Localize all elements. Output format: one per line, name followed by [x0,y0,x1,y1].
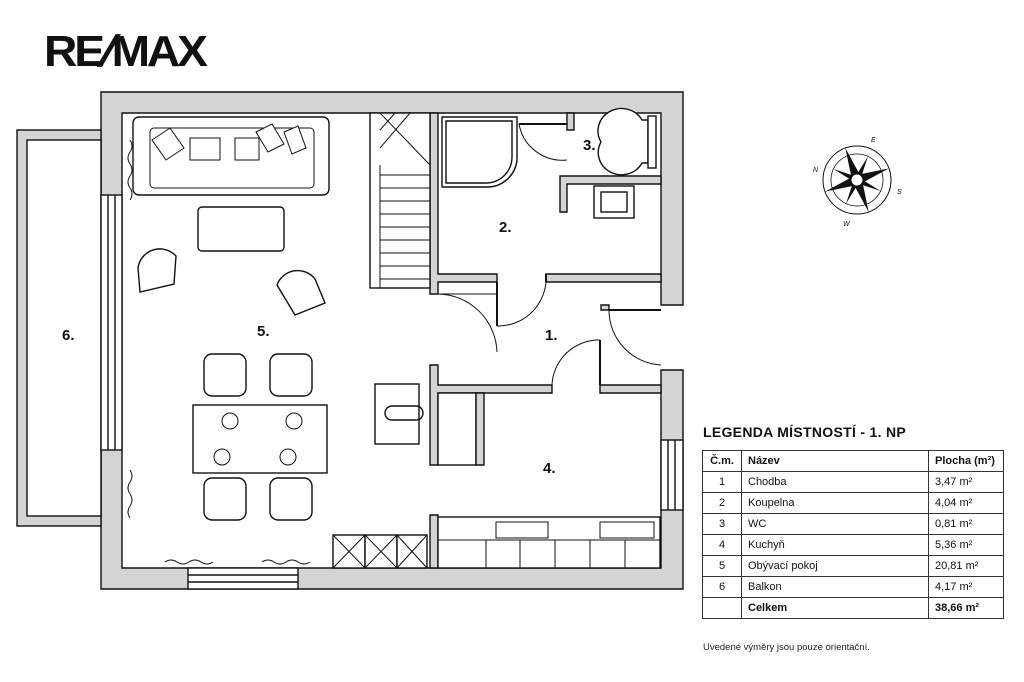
outer-wall [100,91,684,590]
kitchen-counter [437,516,661,569]
window-kitchen [660,439,684,511]
compass-s: S [897,189,902,196]
wall-kitchen-top [599,384,662,394]
radiator [127,469,133,519]
stove [374,383,420,445]
window-bottom [187,567,299,590]
compass-e: E [871,137,876,144]
legend-header-area: Plocha (m²) [928,450,1004,472]
legend-cell-name: Obývací pokoj [741,555,929,577]
wall-bath-bottom [545,273,662,283]
legend-cell-area: 4,04 m² [928,492,1004,514]
armchair-right [276,269,326,316]
legend-title: LEGENDA MÍSTNOSTÍ - 1. NP [703,424,906,440]
legend-cell-area: 4,17 m² [928,576,1004,598]
door-bath [496,281,547,327]
legend-cell-num: 5 [702,555,742,577]
dining-table [192,404,328,474]
legend-cell-area: 20,81 m² [928,555,1004,577]
compass-n: N [813,167,819,174]
compass-w: W [843,221,851,228]
disclaimer-note: Uvedené výměry jsou pouze orientační. [703,642,870,653]
legend-cell-name: Balkon [741,576,929,598]
legend-row: 2 Koupelna 4,04 m² [702,492,1004,514]
chair [203,353,247,397]
chair [269,353,313,397]
sofa [132,116,330,196]
legend-total-label: Celkem [741,597,929,619]
legend-row: 4 Kuchyň 5,36 m² [702,534,1004,556]
legend-row: 5 Obývací pokoj 20,81 m² [702,555,1004,577]
wall-wc-bottom [559,175,662,213]
legend-total-area: 38,66 m² [928,597,1004,619]
wall-kitchen-left [429,514,439,569]
door-wc [518,123,568,161]
legend-row: 6 Balkon 4,17 m² [702,576,1004,598]
door-hall-stair [437,293,498,353]
room-label-2: 2. [499,219,512,236]
remax-logo: RE/MAX [44,27,208,76]
shower [441,116,518,188]
legend-cell-num: 4 [702,534,742,556]
room-label-5: 5. [257,323,270,340]
wall-hall-bottom [429,364,553,466]
room-label-3: 3. [583,137,596,154]
legend-table: Č.m. Název Plocha (m²) 1 Chodba 3,47 m² … [702,450,1004,619]
compass: N E S W [813,137,902,228]
armchair-left [137,248,177,293]
legend-cell-name: Koupelna [741,492,929,514]
toilet [597,107,649,176]
chair [269,477,313,521]
coffee-table [197,206,285,252]
legend-cell-area: 5,36 m² [928,534,1004,556]
legend-total-row: Celkem 38,66 m² [702,597,1004,619]
door-kitchen [551,339,601,386]
room-label-1: 1. [545,327,558,344]
radiator [164,559,214,565]
window-left [100,194,123,451]
room-label-4: 4. [543,460,556,477]
legend-cell-area: 3,47 m² [928,471,1004,493]
room-label-6: 6. [62,327,75,344]
legend-total-empty [702,597,742,619]
wall-wc [566,112,575,131]
legend-row: 3 WC 0,81 m² [702,513,1004,535]
bath-sink [593,185,635,219]
legend-cell-num: 2 [702,492,742,514]
legend-cell-name: Chodba [741,471,929,493]
radiator [127,139,133,201]
legend-cell-num: 3 [702,513,742,535]
legend-cell-name: Kuchyň [741,534,929,556]
legend-header-num: Č.m. [702,450,742,472]
chair [203,477,247,521]
legend-row: 1 Chodba 3,47 m² [702,471,1004,493]
radiator [261,559,311,565]
legend-cell-num: 6 [702,576,742,598]
legend-header-name: Název [741,450,929,472]
wall-hall-right [600,304,610,311]
legend-cell-name: WC [741,513,929,535]
legend-header-row: Č.m. Název Plocha (m²) [702,450,1004,472]
door-entry [608,309,662,366]
legend-cell-num: 1 [702,471,742,493]
legend-cell-area: 0,81 m² [928,513,1004,535]
